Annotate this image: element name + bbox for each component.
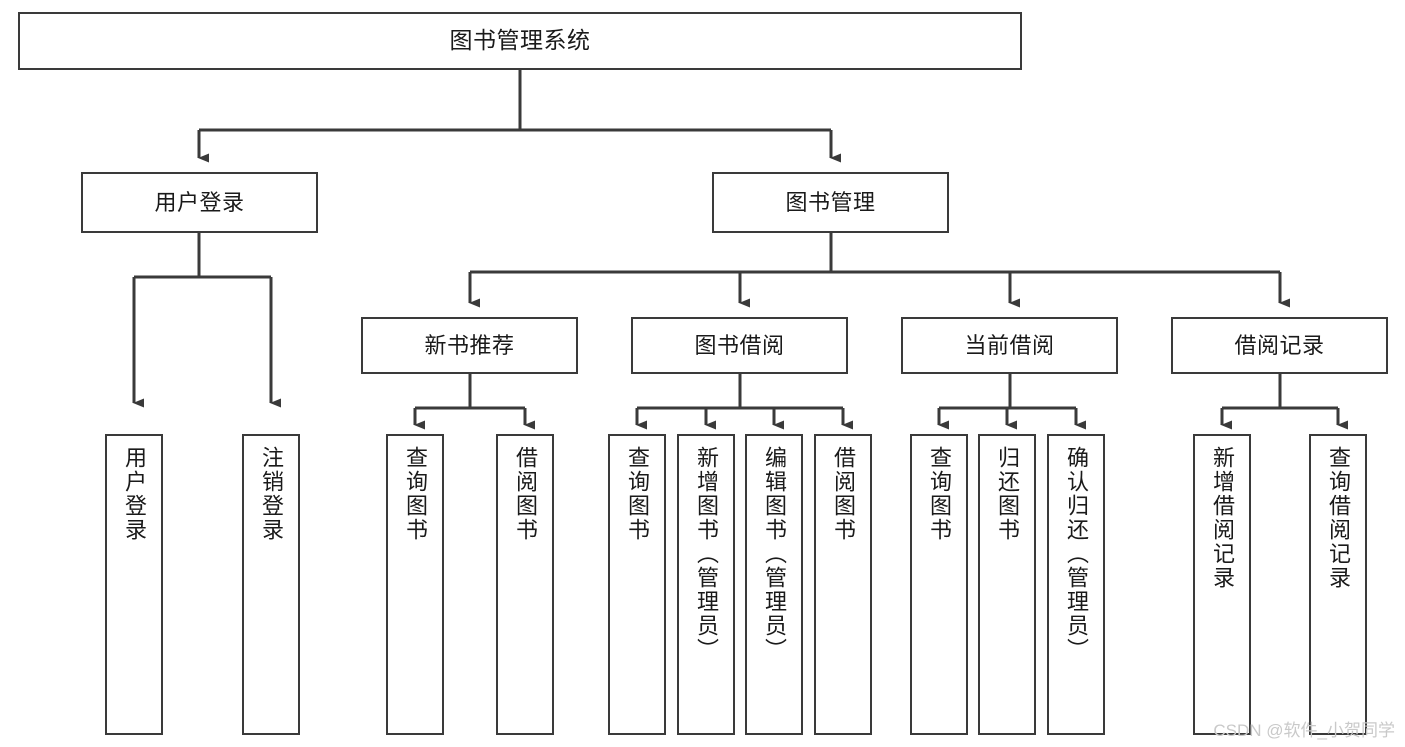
node-label: 图书管理系统 [449,27,591,54]
node-leaf-current-borrow-confirm-return[interactable]: 确认归还（管理员） [1047,434,1105,735]
node-leaf-current-borrow-return[interactable]: 归还图书 [978,434,1036,735]
node-leaf-book-borrow-edit[interactable]: 编辑图书（管理员） [745,434,803,735]
node-label: 新增借阅记录 [1210,446,1235,590]
node-label: 借阅图书 [513,446,538,542]
node-leaf-book-borrow-add[interactable]: 新增图书（管理员） [677,434,735,735]
node-leaf-new-book-borrow[interactable]: 借阅图书 [496,434,554,735]
node-label: 借阅图书 [831,446,856,542]
node-label: 编辑图书（管理员） [762,446,787,662]
node-label: 查询借阅记录 [1326,446,1351,590]
node-label: 查询图书 [927,446,952,542]
node-current-borrow[interactable]: 当前借阅 [901,317,1118,374]
node-user-login[interactable]: 用户登录 [81,172,318,233]
node-root-book-management-system[interactable]: 图书管理系统 [18,12,1022,70]
node-leaf-user-login-signout[interactable]: 注销登录 [242,434,300,735]
node-label: 图书管理 [785,189,876,215]
node-label: 借阅记录 [1234,332,1325,358]
watermark-text: CSDN @软件_小贺同学 [1213,721,1395,740]
node-book-borrow[interactable]: 图书借阅 [631,317,848,374]
node-label: 用户登录 [154,189,245,215]
node-label: 查询图书 [625,446,650,542]
node-label: 新增图书（管理员） [694,446,719,662]
node-leaf-new-book-query[interactable]: 查询图书 [386,434,444,735]
node-label: 当前借阅 [964,332,1055,358]
node-leaf-book-borrow-query[interactable]: 查询图书 [608,434,666,735]
node-leaf-borrow-record-add[interactable]: 新增借阅记录 [1193,434,1251,735]
node-label: 新书推荐 [424,332,515,358]
node-borrow-record[interactable]: 借阅记录 [1171,317,1388,374]
node-label: 用户登录 [122,446,147,542]
node-label: 注销登录 [259,446,284,542]
node-leaf-current-borrow-query[interactable]: 查询图书 [910,434,968,735]
node-label: 图书借阅 [694,332,785,358]
node-label: 查询图书 [403,446,428,542]
node-leaf-borrow-record-query[interactable]: 查询借阅记录 [1309,434,1367,735]
node-label: 确认归还（管理员） [1064,446,1089,662]
node-leaf-user-login-signin[interactable]: 用户登录 [105,434,163,735]
node-new-book-recommend[interactable]: 新书推荐 [361,317,578,374]
node-leaf-book-borrow-lend[interactable]: 借阅图书 [814,434,872,735]
node-label: 归还图书 [995,446,1020,542]
node-book-management[interactable]: 图书管理 [712,172,949,233]
